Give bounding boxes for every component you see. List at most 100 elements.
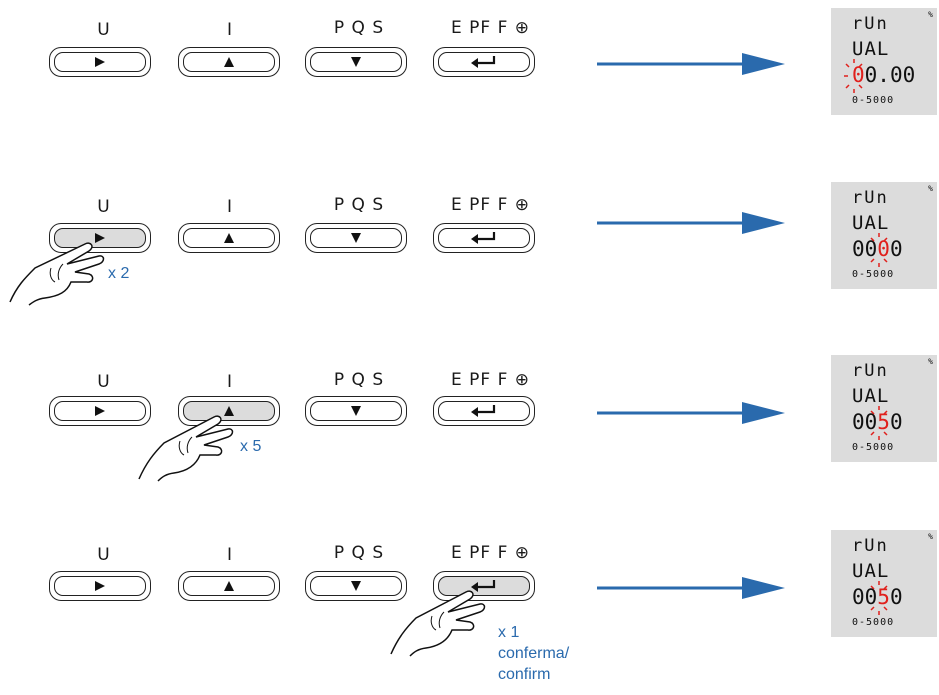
pointing-hand-icon (390, 590, 486, 657)
down-button[interactable] (305, 47, 407, 77)
enter-button[interactable] (433, 396, 535, 426)
blink-rays-icon (870, 233, 888, 267)
step-3-row: U I P Q S E PF F ⊕ x 5 % rUn UAL 0050 0-… (0, 325, 939, 485)
blink-rays-icon (870, 406, 888, 440)
epff-button-label: E PF F ⊕ (428, 543, 553, 563)
lcd-display: % rUn UAL 00.00 0-5000 (831, 8, 937, 115)
blinking-digit: 5 (877, 585, 890, 609)
digits-post: 0 (889, 237, 903, 261)
i-button-label: I (226, 197, 233, 217)
play-right-icon (95, 581, 105, 591)
enter-button[interactable] (433, 47, 535, 77)
right-button[interactable] (49, 396, 151, 426)
triangle-down-icon (351, 233, 361, 243)
i-button-label: I (226, 372, 233, 392)
pointing-hand-icon (138, 415, 234, 482)
right-button-pressed[interactable] (49, 223, 151, 253)
press-count-note: x 5 (240, 438, 262, 455)
up-button[interactable] (178, 47, 280, 77)
lcd-line-2: UAL (852, 212, 890, 234)
enter-return-icon (471, 405, 496, 417)
play-right-icon (95, 406, 105, 416)
press-count-note: x 2 (108, 265, 130, 282)
blink-rays-icon (870, 581, 888, 615)
lcd-range: 0-5000 (852, 442, 895, 453)
step-2-row: U I P Q S E PF F ⊕ x 2 % rUn UAL 0000 0-… (0, 152, 939, 312)
right-button[interactable] (49, 571, 151, 601)
down-button[interactable] (305, 571, 407, 601)
epff-text: E PF F ⊕ (450, 370, 530, 390)
u-button-label: U (97, 372, 111, 392)
i-button-label: I (226, 20, 233, 40)
step-1-row: U I P Q S E PF F ⊕ % rUn UAL 00.00 0-500… (0, 0, 939, 160)
digits-post: 0 (889, 410, 903, 434)
step-4-row: U I P Q S E PF F ⊕ x 1 conferma/ confirm… (0, 500, 939, 695)
enter-return-icon (471, 56, 496, 68)
up-button[interactable] (178, 223, 280, 253)
u-button-label: U (97, 197, 111, 217)
enter-return-icon (471, 580, 496, 592)
flow-arrow-icon (597, 402, 785, 424)
blinking-digit: 0 (877, 237, 890, 261)
play-right-icon (95, 57, 105, 67)
lcd-line-1: rUn (852, 188, 889, 208)
triangle-up-icon (224, 406, 234, 416)
right-button[interactable] (49, 47, 151, 77)
press-count-note: x 1 (498, 624, 520, 641)
lcd-line-2: UAL (852, 385, 890, 407)
percent-indicator: % (928, 184, 933, 193)
lcd-range: 0-5000 (852, 95, 895, 106)
epff-text: E PF F ⊕ (450, 543, 530, 563)
lcd-digits: 0050 (852, 585, 903, 609)
epff-button-label: E PF F ⊕ (428, 370, 553, 390)
u-button-label: U (97, 545, 111, 565)
lcd-line-1: rUn (852, 361, 889, 381)
epff-text: E PF F ⊕ (450, 195, 530, 215)
triangle-up-icon (224, 57, 234, 67)
pqs-button-label: P Q S (333, 543, 385, 563)
lcd-line-1: rUn (852, 14, 889, 34)
enter-button-pressed[interactable] (433, 571, 535, 601)
confirm-note-en: confirm (498, 666, 551, 683)
digits-post: 0.00 (864, 63, 916, 87)
lcd-line-2: UAL (852, 560, 890, 582)
lcd-digits: 00.00 (852, 63, 915, 87)
triangle-down-icon (351, 581, 361, 591)
epff-button-label: E PF F ⊕ (428, 18, 553, 38)
lcd-display: % rUn UAL 0050 0-5000 (831, 355, 937, 462)
blinking-digit: 0 (852, 63, 865, 87)
lcd-display: % rUn UAL 0050 0-5000 (831, 530, 937, 637)
down-button[interactable] (305, 396, 407, 426)
lcd-display: % rUn UAL 0000 0-5000 (831, 182, 937, 289)
enter-return-icon (471, 232, 496, 244)
flow-arrow-icon (597, 212, 785, 234)
flow-arrow-icon (597, 53, 785, 75)
i-button-label: I (226, 545, 233, 565)
triangle-up-icon (224, 233, 234, 243)
lcd-range: 0-5000 (852, 617, 895, 628)
down-button[interactable] (305, 223, 407, 253)
lcd-range: 0-5000 (852, 269, 895, 280)
triangle-down-icon (351, 406, 361, 416)
percent-indicator: % (928, 532, 933, 541)
pqs-button-label: P Q S (333, 18, 385, 38)
digits-post: 0 (889, 585, 903, 609)
triangle-up-icon (224, 581, 234, 591)
up-button-pressed[interactable] (178, 396, 280, 426)
flow-arrow-icon (597, 577, 785, 599)
blinking-digit: 5 (877, 410, 890, 434)
triangle-down-icon (351, 57, 361, 67)
up-button[interactable] (178, 571, 280, 601)
u-button-label: U (97, 20, 111, 40)
pqs-button-label: P Q S (333, 370, 385, 390)
epff-text: E PF F ⊕ (450, 18, 530, 38)
confirm-note: x 1 conferma/ confirm (498, 622, 569, 685)
enter-button[interactable] (433, 223, 535, 253)
pqs-button-label: P Q S (333, 195, 385, 215)
percent-indicator: % (928, 10, 933, 19)
percent-indicator: % (928, 357, 933, 366)
epff-button-label: E PF F ⊕ (428, 195, 553, 215)
lcd-line-2: UAL (852, 38, 890, 60)
pointing-hand-icon (9, 242, 105, 306)
lcd-line-1: rUn (852, 536, 889, 556)
